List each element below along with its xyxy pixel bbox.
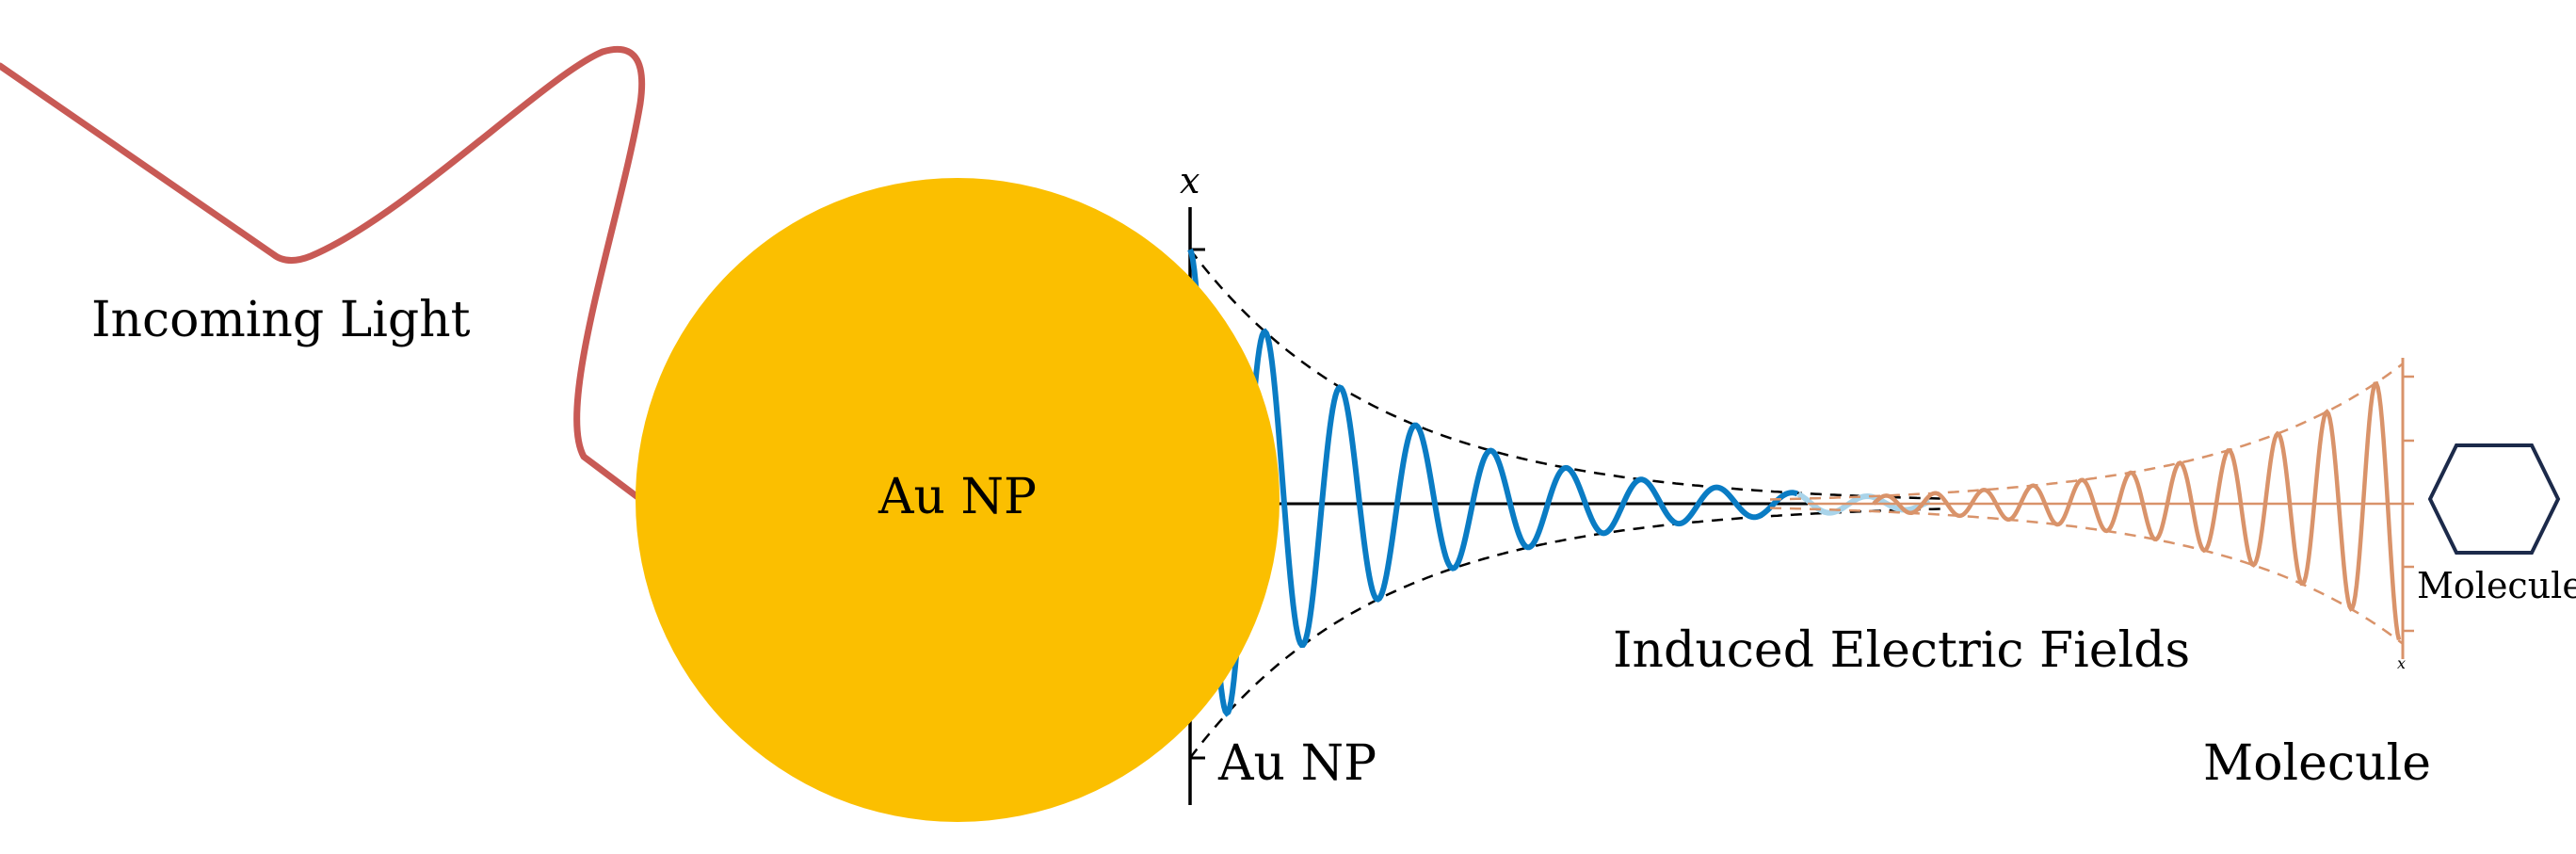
incoming-light-ray — [0, 45, 646, 503]
incoming-light-label: Incoming Light — [91, 292, 471, 348]
left-axis-x-label: x — [1180, 160, 1199, 201]
field-envelope-upper — [1189, 249, 1948, 500]
right-axis: x — [2397, 358, 2414, 672]
field-wave-strong — [1187, 248, 1798, 717]
right-axis-x-label: x — [2397, 654, 2406, 672]
molecule-envelope-lower — [1769, 507, 2404, 645]
molecule-envelope-upper — [1769, 363, 2404, 501]
molecule-bottom-label: Molecule — [2203, 735, 2431, 792]
molecule-side-label: Molecule — [2417, 565, 2576, 606]
nanoparticle-bottom-label: Au NP — [1217, 735, 1377, 792]
molecule-field-oscillation — [1872, 380, 2402, 641]
induced-fields-label: Induced Electric Fields — [1613, 622, 2190, 679]
molecule-hexagon-icon — [2427, 443, 2561, 555]
nanoparticle-center-label: Au NP — [877, 469, 1037, 525]
molecule-field-wave — [1769, 363, 2404, 645]
gold-nanoparticle — [636, 178, 1280, 822]
